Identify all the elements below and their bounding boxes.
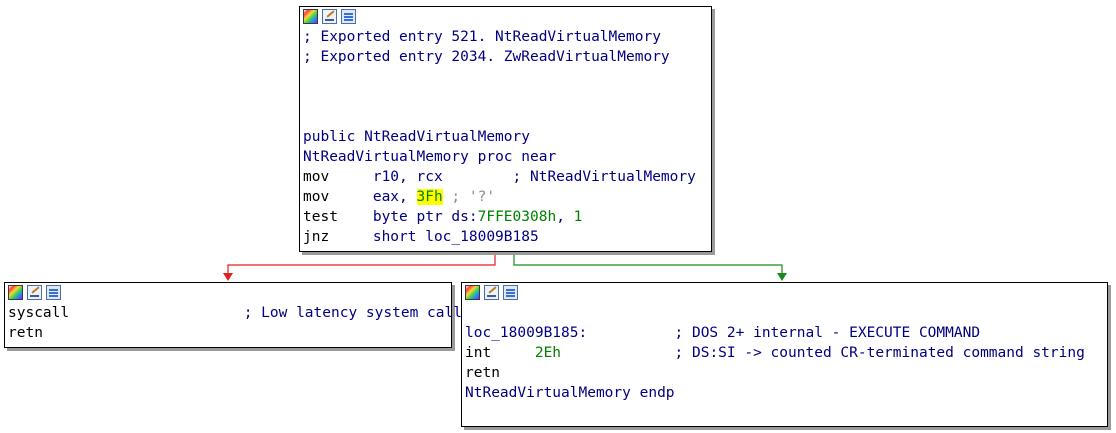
instruction-retn[interactable]: retn [8, 325, 43, 341]
instruction-jnz[interactable]: jnz short loc_18009B185 [303, 229, 539, 245]
proc-declaration[interactable]: NtReadVirtualMemory proc near [303, 149, 557, 165]
instruction-mov-r10[interactable]: mov r10, rcx ; NtReadVirtualMemory [303, 169, 696, 185]
instruction-test[interactable]: test byte ptr ds:7FFE0308h, 1 [303, 209, 583, 225]
rename-pencil-icon[interactable] [322, 9, 337, 24]
int2e-block[interactable]: loc_18009B185: ; DOS 2+ internal - EXECU… [461, 282, 1108, 427]
color-palette-icon[interactable] [303, 9, 318, 24]
instruction-int[interactable]: int 2Eh ; DS:SI -> counted CR-terminated… [465, 345, 1085, 361]
color-palette-icon[interactable] [8, 285, 23, 300]
edge-false-arrowhead [223, 273, 233, 281]
instruction-mov-eax[interactable]: mov eax, 3Fh ; '?' [303, 189, 496, 205]
public-declaration[interactable]: public NtReadVirtualMemory [303, 129, 530, 145]
syscall-block[interactable]: syscall ; Low latency system call retn [4, 282, 462, 348]
function-entry-block[interactable]: ; Exported entry 521. NtReadVirtualMemor… [299, 6, 712, 252]
export-comment-2: ; Exported entry 2034. ZwReadVirtualMemo… [303, 49, 670, 65]
graph-overview-icon[interactable] [46, 285, 61, 300]
rename-pencil-icon[interactable] [484, 285, 499, 300]
block-toolbar [300, 7, 711, 25]
instruction-syscall[interactable]: syscall ; Low latency system call [8, 305, 462, 321]
color-palette-icon[interactable] [465, 285, 480, 300]
rename-pencil-icon[interactable] [27, 285, 42, 300]
highlighted-immediate: 3Fh [416, 189, 443, 205]
graph-overview-icon[interactable] [503, 285, 518, 300]
block-toolbar [5, 283, 451, 301]
block-toolbar [462, 283, 1107, 301]
instruction-retn[interactable]: retn [465, 365, 500, 381]
edge-true-branch [513, 251, 783, 277]
graph-overview-icon[interactable] [341, 9, 356, 24]
edge-false-branch [227, 251, 496, 277]
edge-true-arrowhead [777, 273, 787, 281]
location-label[interactable]: loc_18009B185: ; DOS 2+ internal - EXECU… [465, 325, 981, 341]
endp-declaration[interactable]: NtReadVirtualMemory endp [465, 385, 675, 401]
export-comment-1: ; Exported entry 521. NtReadVirtualMemor… [303, 29, 661, 45]
